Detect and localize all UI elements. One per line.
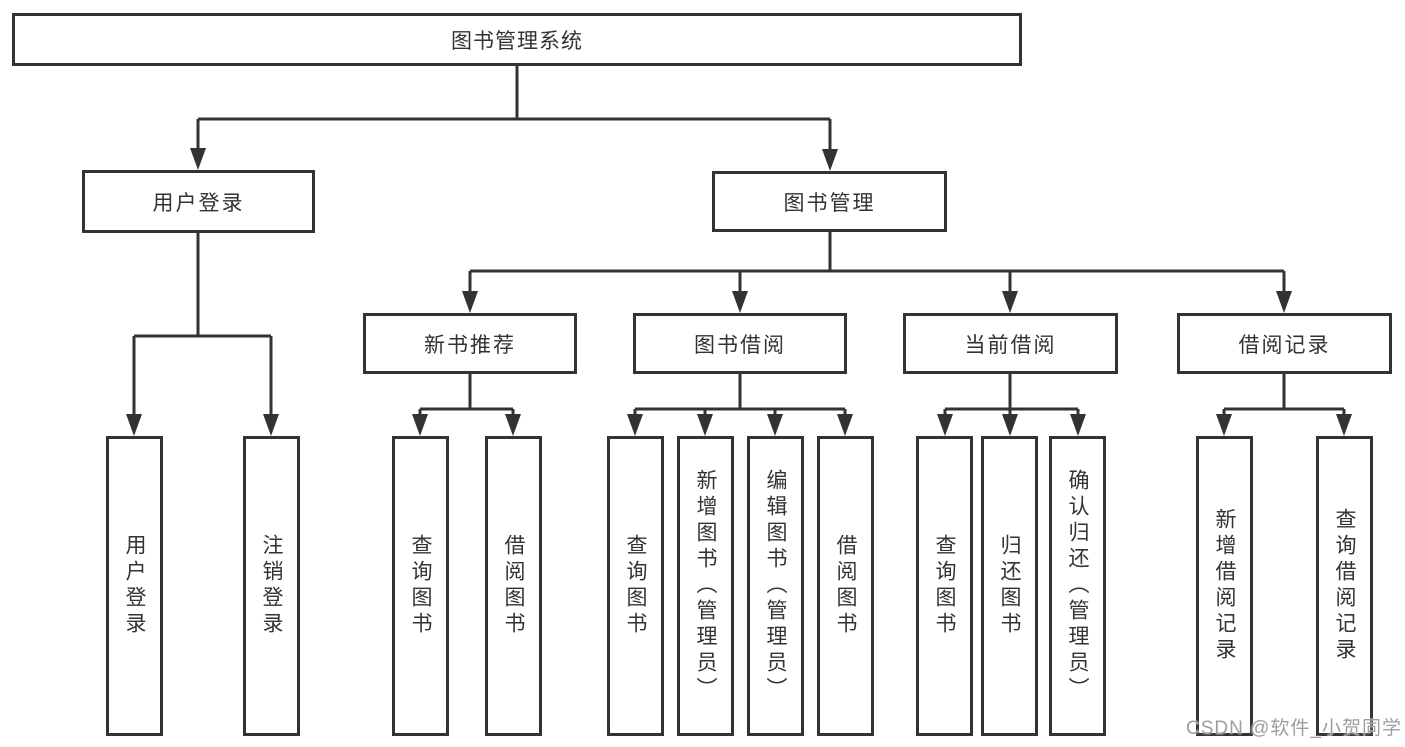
node-book-management: 图书管理 xyxy=(712,171,947,232)
node-leaf-confirm-return-admin: 确认归还（管理员） xyxy=(1049,436,1106,736)
csdn-watermark: CSDN @软件_小贺同学 xyxy=(1186,718,1402,739)
node-leaf-edit-book-admin: 编辑图书（管理员） xyxy=(747,436,804,736)
node-leaf-query-books-3: 查询图书 xyxy=(916,436,973,736)
node-leaf-return-book: 归还图书 xyxy=(981,436,1038,736)
node-current-borrowing: 当前借阅 xyxy=(903,313,1118,374)
node-library-management-system: 图书管理系统 xyxy=(12,13,1022,66)
node-leaf-borrow-books-2: 借阅图书 xyxy=(817,436,874,736)
node-leaf-query-books-1: 查询图书 xyxy=(392,436,449,736)
node-leaf-logout: 注销登录 xyxy=(243,436,300,736)
node-borrowing-records: 借阅记录 xyxy=(1177,313,1392,374)
node-leaf-user-login: 用户登录 xyxy=(106,436,163,736)
node-leaf-query-books-2: 查询图书 xyxy=(607,436,664,736)
node-leaf-query-borrow-record: 查询借阅记录 xyxy=(1316,436,1373,736)
node-leaf-borrow-books-1: 借阅图书 xyxy=(485,436,542,736)
node-leaf-add-book-admin: 新增图书（管理员） xyxy=(677,436,734,736)
node-leaf-add-borrow-record: 新增借阅记录 xyxy=(1196,436,1253,736)
node-book-borrowing: 图书借阅 xyxy=(633,313,847,374)
node-user-login: 用户登录 xyxy=(82,170,315,233)
node-new-book-recommendation: 新书推荐 xyxy=(363,313,577,374)
